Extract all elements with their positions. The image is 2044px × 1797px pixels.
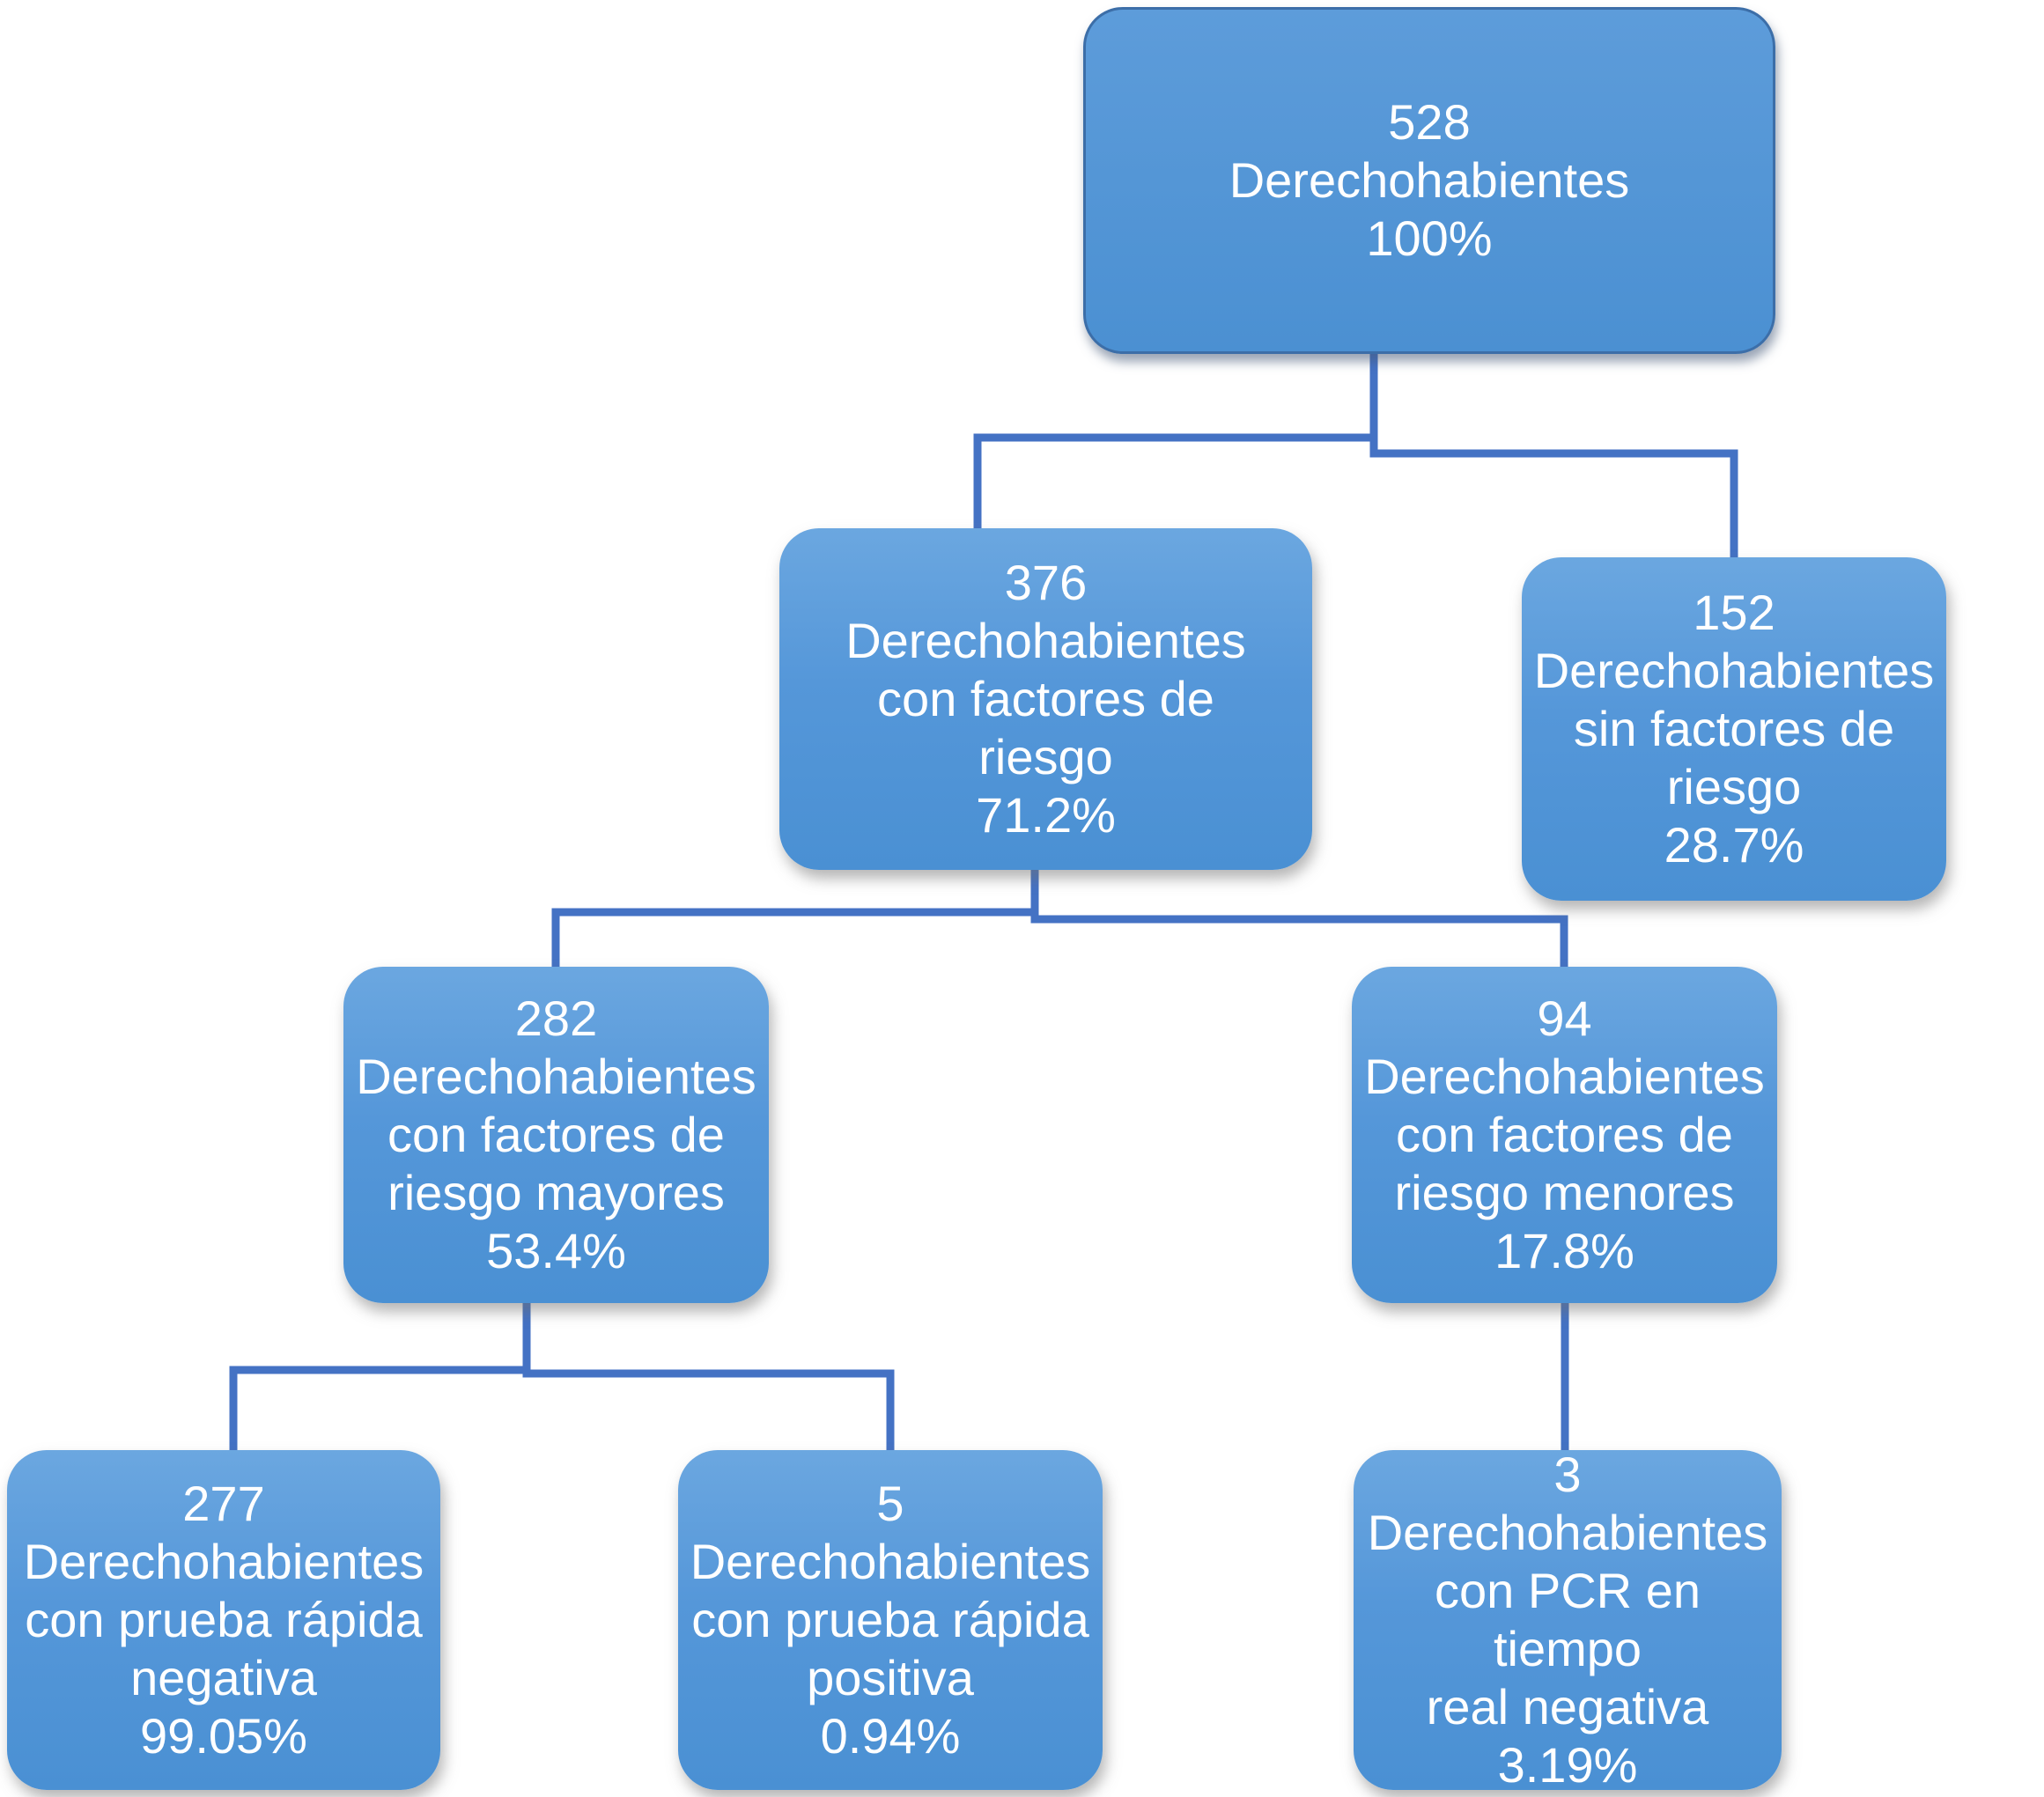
connector-confactores-to-mayores: [551, 867, 1039, 969]
connector-total-to-con-factores: [973, 346, 1378, 531]
connector-mayores-to-rapida-negativa: [229, 1300, 531, 1453]
node-rapida-positiva-label: 5 Derechohabientes con prueba rápida pos…: [690, 1476, 1091, 1764]
connector-confactores-to-menores: [1030, 909, 1568, 969]
node-con-factores-label: 376 Derechohabientes con factores de rie…: [845, 555, 1246, 843]
connector-mayores-to-rapida-positiva: [522, 1366, 895, 1453]
node-total: 528 Derechohabientes 100%: [1083, 7, 1775, 354]
node-sin-factores-label: 152 Derechohabientes sin factores de rie…: [1533, 585, 1935, 873]
node-riesgo-menores-label: 94 Derechohabientes con factores de ries…: [1364, 991, 1765, 1278]
node-pcr-tiempo-real-negativa: 3 Derechohabientes con PCR en tiempo rea…: [1354, 1447, 1782, 1793]
node-sin-factores-de-riesgo: 152 Derechohabientes sin factores de rie…: [1522, 557, 1946, 901]
node-rapida-negativa-label: 277 Derechohabientes con prueba rápida n…: [23, 1476, 424, 1764]
node-riesgo-mayores-label: 282 Derechohabientes con factores de rie…: [356, 991, 756, 1278]
node-prueba-rapida-positiva: 5 Derechohabientes con prueba rápida pos…: [678, 1450, 1103, 1790]
node-prueba-rapida-negativa: 277 Derechohabientes con prueba rápida n…: [7, 1450, 440, 1790]
node-total-label: 528 Derechohabientes 100%: [1229, 94, 1630, 266]
node-factores-riesgo-menores: 94 Derechohabientes con factores de ries…: [1352, 967, 1777, 1303]
node-factores-riesgo-mayores: 282 Derechohabientes con factores de rie…: [343, 967, 769, 1303]
connector-total-to-sin-factores: [1369, 434, 1738, 560]
node-pcr-negativa-label: 3 Derechohabientes con PCR en tiempo rea…: [1367, 1447, 1768, 1793]
node-con-factores-de-riesgo: 376 Derechohabientes con factores de rie…: [779, 528, 1312, 870]
